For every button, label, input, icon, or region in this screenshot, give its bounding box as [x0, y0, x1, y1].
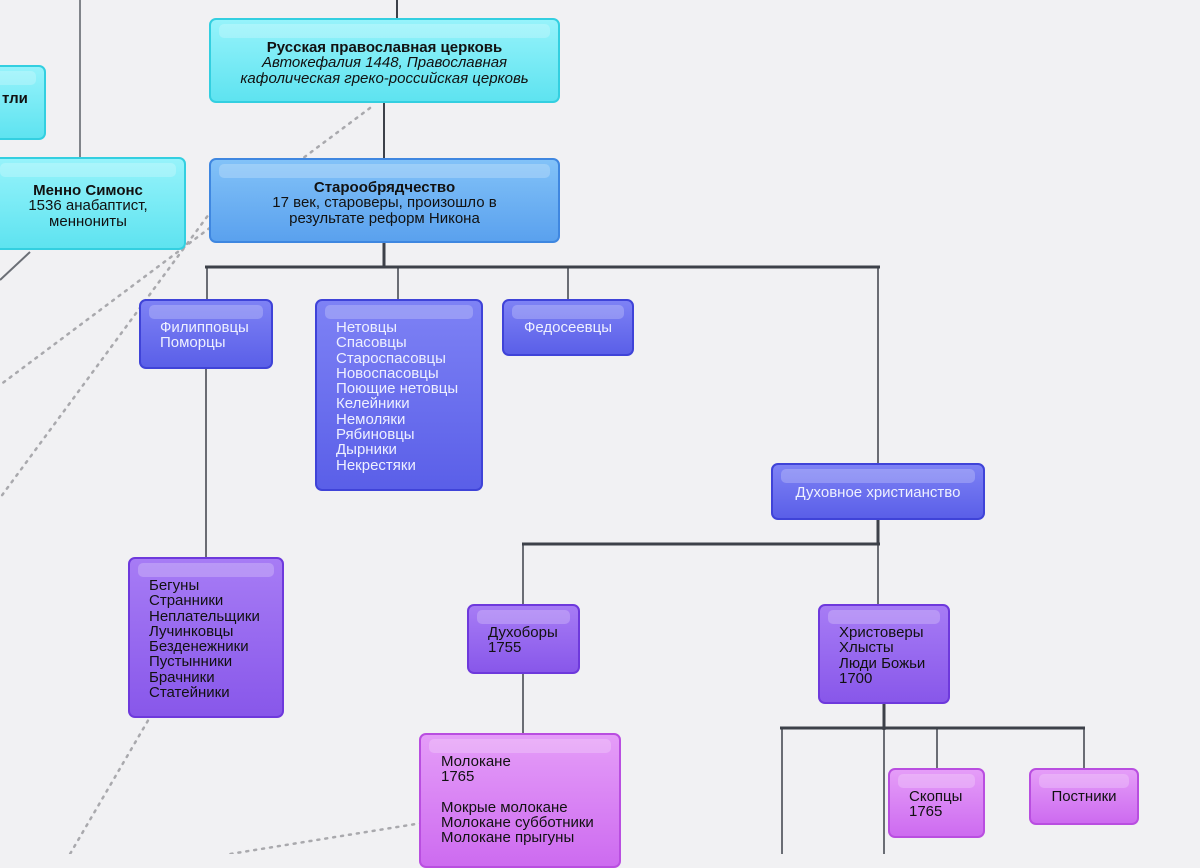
- node-text: 1755: [488, 639, 522, 657]
- node-text: Новоспасовцы: [336, 364, 439, 382]
- node-title: Русская православная церковь: [266, 39, 503, 56]
- node-text: Бегуны: [149, 577, 200, 594]
- node-menno-simons[interactable]: Менно Симонс 1536 анабаптист, меннониты: [0, 157, 186, 250]
- node-text: Спасовцы: [336, 334, 407, 352]
- node-text: Рябиновцы: [336, 426, 415, 444]
- node-russian-orthodox-church[interactable]: Русская православная церковь Автокефалия…: [209, 18, 560, 103]
- node-text: Филипповцы: [160, 319, 249, 336]
- node-text: Странники: [149, 592, 224, 610]
- node-label: Федосеевцы: [523, 319, 613, 336]
- dotted-link: [68, 698, 162, 854]
- node-dukhobory[interactable]: Духоборы 1755: [467, 604, 580, 674]
- node-text: Немоляки: [336, 410, 406, 428]
- node-netovtsy[interactable]: Нетовцы Спасовцы Староспасовцы Новоспасо…: [315, 299, 483, 491]
- node-title: Менно Симонс: [33, 182, 143, 199]
- node-khristovery[interactable]: Христоверы Хлысты Люди Божьи 1700: [818, 604, 950, 704]
- node-text: 1765: [909, 803, 943, 821]
- node-text: Неплательщики: [149, 607, 260, 625]
- node-text: меннониты: [49, 212, 127, 230]
- node-label: Духовное христианство: [795, 484, 961, 501]
- node-text: Молокане: [441, 753, 511, 770]
- node-text: Пустынники: [149, 653, 233, 671]
- node-text: кафолическая греко-российская церковь: [240, 69, 529, 87]
- node-label: тли: [2, 90, 28, 107]
- node-text: Лучинковцы: [149, 622, 234, 640]
- node-fedoseevtsy[interactable]: Федосеевцы: [502, 299, 634, 356]
- node-title: Старообрядчество: [313, 179, 456, 196]
- node-spiritual-christianity[interactable]: Духовное христианство: [771, 463, 985, 520]
- node-text: Скопцы: [909, 788, 963, 805]
- node-text: 1700: [839, 669, 873, 687]
- node-old-belief[interactable]: Старообрядчество 17 век, староверы, прои…: [209, 158, 560, 243]
- node-beguny[interactable]: Бегуны Странники Неплательщики Лучинковц…: [128, 557, 284, 718]
- node-text: Молокане прыгуны: [441, 829, 575, 847]
- node-text: результате реформ Никона: [289, 209, 480, 227]
- connector-line: [0, 251, 31, 281]
- node-text: Статейники: [149, 684, 230, 702]
- node-text: Автокефалия 1448, Православная: [261, 54, 508, 72]
- node-skoptsy[interactable]: Скопцы 1765: [888, 768, 985, 838]
- node-text: Люди Божьи: [839, 654, 926, 672]
- node-text: Келейники: [336, 395, 410, 413]
- node-postniki[interactable]: Постники: [1029, 768, 1139, 825]
- node-text: 1765: [441, 768, 475, 786]
- dotted-link: [0, 208, 214, 500]
- node-text: Нетовцы: [336, 319, 398, 336]
- node-filippovtsy[interactable]: Филипповцы Поморцы: [139, 299, 273, 369]
- node-text: Дырники: [336, 441, 397, 459]
- node-text: 1536 анабаптист,: [28, 197, 148, 215]
- node-partial-left[interactable]: тли: [0, 65, 46, 140]
- node-label: Постники: [1051, 788, 1117, 805]
- node-text: Мокрые молокане: [441, 798, 568, 816]
- node-text: Брачники: [149, 668, 215, 686]
- node-molokane[interactable]: Молокане 1765 Мокрые молокане Молокане с…: [419, 733, 621, 868]
- node-text: Хлысты: [839, 639, 894, 657]
- node-text: Некрестяки: [336, 456, 416, 474]
- node-text: 17 век, староверы, произошло в: [272, 194, 497, 212]
- node-text: Христоверы: [839, 624, 924, 641]
- node-text: Поморцы: [160, 334, 226, 352]
- dotted-link: [228, 821, 424, 854]
- node-text: Поющие нетовцы: [336, 380, 459, 398]
- node-text: Безденежники: [149, 638, 249, 656]
- node-text: Духоборы: [488, 624, 558, 641]
- node-text: Молокане субботники: [441, 813, 594, 831]
- node-text: Староспасовцы: [336, 349, 446, 367]
